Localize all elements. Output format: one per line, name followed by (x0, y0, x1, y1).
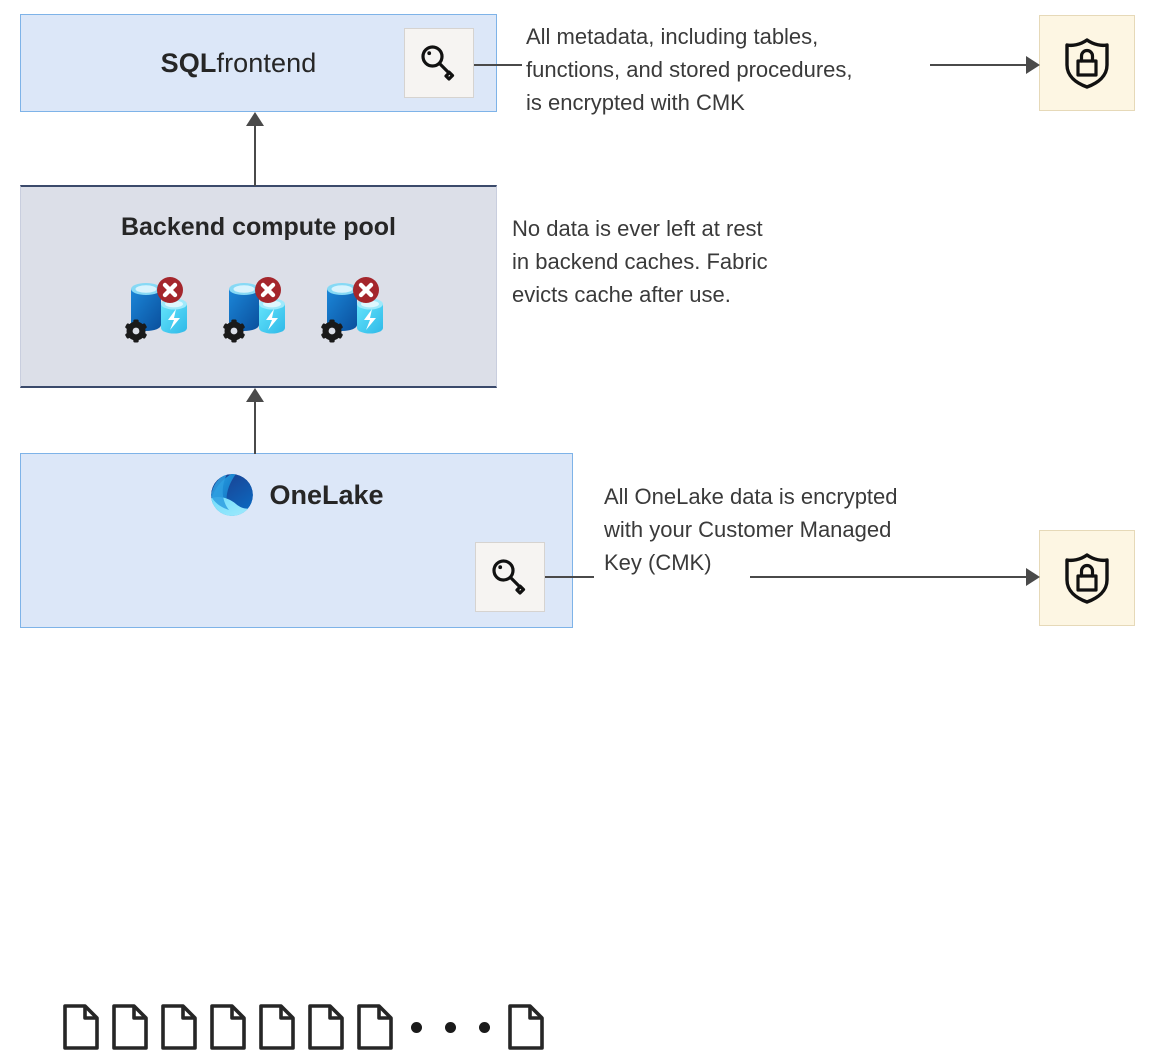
key-bit-dot (498, 565, 503, 570)
onelake-file-list (61, 1002, 546, 1052)
file-document-icon (161, 1004, 197, 1050)
arrow-key-to-shield-bottom-line-b (750, 576, 1026, 578)
onelake-logo-icon (211, 474, 254, 516)
gear-icon (222, 319, 245, 343)
diagram-canvas: SQL frontend Backend compute pool (20, 14, 1135, 1050)
onelake-header: OneLake (21, 472, 572, 518)
arrow-onelake-to-backend-head (246, 388, 264, 402)
key-icon (421, 45, 455, 81)
file-document-icon (63, 1004, 99, 1050)
arrow-key-to-shield-top-line-a (474, 64, 522, 66)
onelake-label: OneLake (269, 479, 384, 510)
shield-lock-icon (1065, 553, 1109, 604)
database-compute-disabled-icon (320, 277, 383, 343)
arrow-key-to-shield-top-line-b (930, 64, 1026, 66)
gear-icon (124, 319, 147, 343)
note-metadata-cmk: All metadata, including tables, function… (526, 24, 853, 115)
sql-frontend-title: SQL frontend (21, 15, 496, 111)
database-compute-disabled-icon (222, 277, 285, 343)
gear-icon (320, 319, 343, 343)
arrow-key-to-shield-bottom-head (1026, 568, 1040, 586)
arrow-backend-to-sql-line (254, 126, 256, 186)
file-document-icon (308, 1004, 344, 1050)
file-document-icon (210, 1004, 246, 1050)
compute-node-list (21, 273, 496, 345)
arrow-key-to-shield-bottom-line-a (545, 576, 594, 578)
note-backend-cache: No data is ever left at rest in backend … (512, 216, 768, 307)
note-onelake-cmk: All OneLake data is encrypted with your … (604, 484, 898, 575)
shield-lock-icon (1065, 38, 1109, 89)
file-document-icon (112, 1004, 148, 1050)
file-document-icon (357, 1004, 393, 1050)
database-compute-disabled-icon (124, 277, 187, 343)
backend-compute-pool-box: Backend compute pool (20, 185, 497, 388)
key-bit-dot (427, 51, 432, 56)
sql-key-chip (404, 28, 474, 98)
cmk-shield-chip-bottom (1039, 530, 1135, 626)
file-document-icon (259, 1004, 295, 1050)
ellipsis-dot (411, 1021, 422, 1033)
arrow-key-to-shield-top-head (1026, 56, 1040, 74)
arrow-onelake-to-backend-line (254, 402, 256, 454)
sql-frontend-title-regular: frontend (216, 47, 317, 78)
onelake-key-chip (475, 542, 545, 612)
ellipsis-dot (479, 1021, 490, 1033)
ellipsis-dot (445, 1021, 456, 1033)
backend-compute-pool-title: Backend compute pool (120, 213, 397, 241)
key-icon (492, 559, 526, 595)
cmk-shield-chip-top (1039, 15, 1135, 111)
sql-frontend-title-bold: SQL (160, 47, 217, 78)
arrow-backend-to-sql-head (246, 112, 264, 126)
file-document-icon (508, 1004, 544, 1050)
